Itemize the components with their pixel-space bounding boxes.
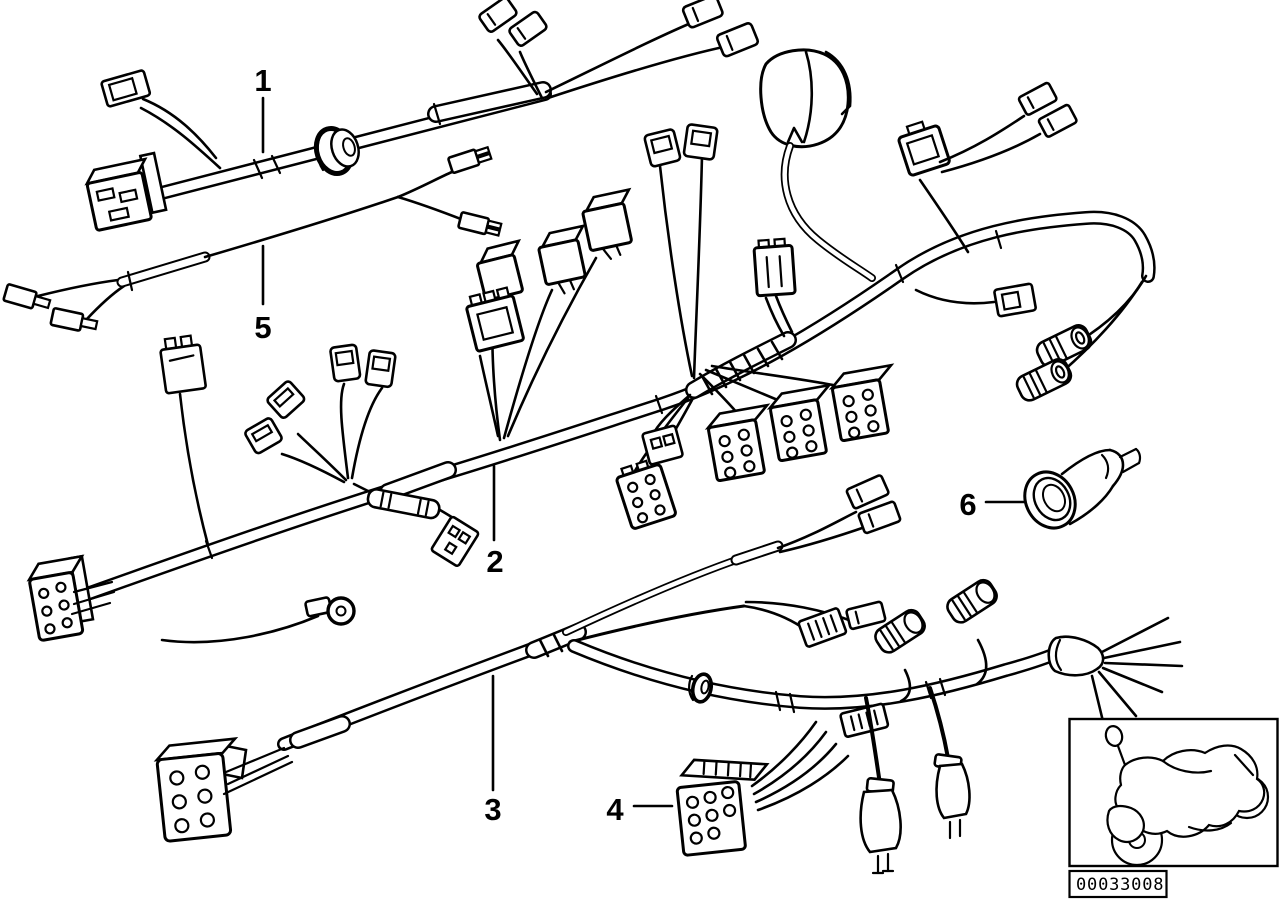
connector [153,737,294,843]
connector [752,237,797,298]
connector [615,459,677,530]
motorcycle-icon [1104,725,1270,867]
bulb-socket [1035,324,1093,368]
spade-terminal [49,307,99,332]
connector [537,224,587,295]
terminal-cap [508,10,548,47]
spark-plug-lead [928,686,971,840]
terminal-cap [1037,103,1078,138]
flat-connector [839,702,890,738]
bullet-connector [874,608,926,654]
ring-terminal [304,596,356,626]
relay-socket [766,383,833,463]
terminal-cap [1017,81,1058,116]
terminal-cap [845,600,887,631]
callout-4[interactable]: 4 [606,792,624,827]
connector [26,554,95,642]
grommet [688,672,714,704]
harness-end-boot [1047,635,1105,677]
terminal-cap [478,0,518,33]
terminal-cap [857,500,902,535]
terminal-cap [845,474,890,510]
terminal-cap [643,128,682,168]
connector [430,515,480,568]
spade-terminal [457,211,503,237]
callout-3[interactable]: 3 [484,792,501,827]
part-number-stamp: 00033008 [1068,869,1168,899]
terminal-cap [682,123,719,161]
bulb-socket [1015,358,1073,402]
callout-1[interactable]: 1 [254,63,271,98]
connector [84,151,168,232]
harness-5-drawing [2,145,503,332]
terminal-cap [244,417,283,455]
callout-leaders [261,96,1026,808]
bullet-connector [946,578,998,624]
relay-socket [828,363,895,443]
connector [641,424,684,466]
flat-connector [797,607,848,648]
motorcycle-thumbnail: 00033008 [1068,717,1279,899]
connector [159,334,207,395]
relay-socket [704,403,771,483]
connector [897,120,951,177]
connector [100,69,152,108]
harness-1-drawing [84,0,760,232]
connector [465,286,525,353]
terminal-cap [715,22,760,58]
callout-5[interactable]: 5 [254,310,271,345]
connector [993,282,1037,318]
terminal-cap [329,343,362,383]
spade-terminal [447,145,493,174]
grommet [313,126,360,176]
connector-part-4 [675,758,770,857]
callout-2[interactable]: 2 [486,544,503,579]
terminal-cap [364,349,397,389]
connector [581,187,633,260]
spade-terminal [2,283,52,310]
terminal-cap [266,380,306,419]
part-number-text: 00033008 [1076,875,1164,895]
harness-3-drawing [153,474,1184,875]
spark-plug-lead [859,696,902,875]
harness-2-drawing [26,48,1156,644]
terminal-cap [681,0,724,29]
callout-6[interactable]: 6 [959,487,976,522]
control-unit-cover [759,48,852,149]
rubber-boot-part-6 [1023,447,1142,530]
